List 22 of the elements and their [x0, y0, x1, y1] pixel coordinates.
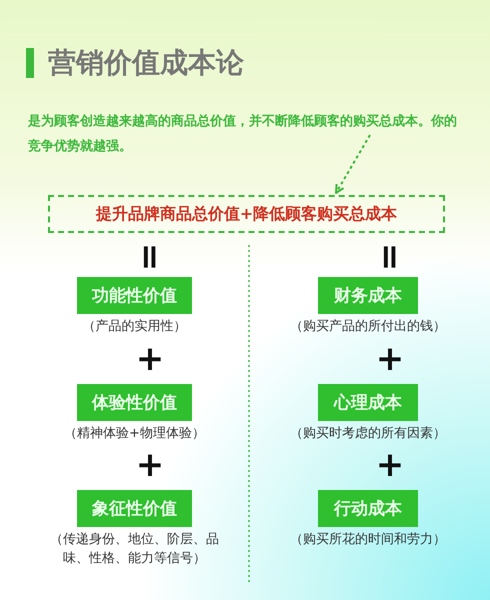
- cost-box: 财务成本: [318, 277, 418, 314]
- node-caption: （购买时考虑的所有因素）: [289, 425, 447, 443]
- plus-sign: +: [134, 342, 166, 376]
- plus-sign: +: [374, 448, 406, 482]
- plus-sign: +: [134, 448, 166, 482]
- value-box: 象征性价值: [77, 490, 192, 527]
- heading: 营销价值成本论: [48, 45, 244, 81]
- cost-box: 心理成本: [318, 384, 418, 421]
- plus-sign: +: [374, 342, 406, 376]
- intro-text: 是为顾客创造越来越高的商品总价值，并不断降低顾客的购买总成本。你的竞争优势就越强。: [28, 110, 458, 160]
- node-caption: （精神体验+物理体验）: [63, 425, 206, 443]
- cost-box: 行动成本: [318, 490, 418, 527]
- summary-box: 提升品牌商品总价值+降低顾客购买总成本: [48, 195, 445, 233]
- equals-sign: =: [133, 242, 167, 274]
- node-caption: （购买产品的所付出的钱）: [289, 318, 447, 336]
- value-box: 功能性价值: [77, 277, 192, 314]
- arrow: [335, 134, 371, 194]
- node-caption: （购买所花的时间和劳力）: [289, 531, 447, 549]
- node-caption: （产品的实用性）: [82, 318, 188, 336]
- value-box: 体验性价值: [77, 384, 192, 421]
- node-caption: （传递身份、地位、阶层、品味、性格、能力等信号）: [49, 531, 220, 568]
- equals-sign: =: [373, 242, 407, 274]
